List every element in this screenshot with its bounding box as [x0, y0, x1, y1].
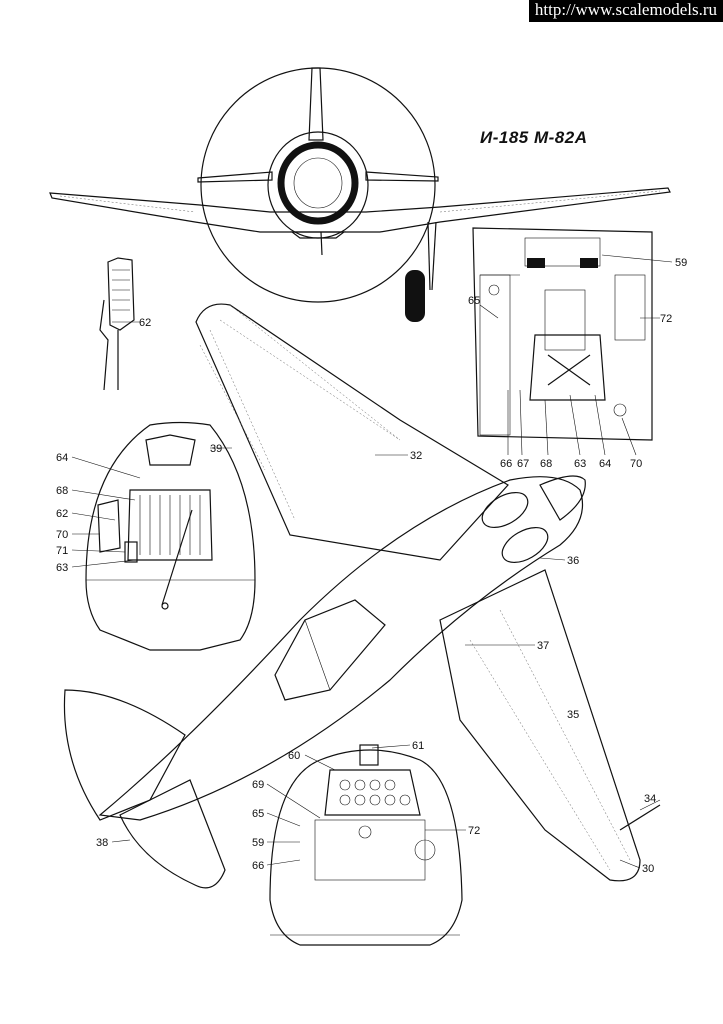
- cockpit-floor-detail: [472, 227, 653, 441]
- right-tailplane: [119, 779, 226, 889]
- control-handle-detail: [99, 257, 135, 391]
- cockpit-floor-panel: [472, 227, 653, 441]
- callout-71: 71: [56, 545, 68, 557]
- main-wheel: [405, 270, 425, 322]
- right-console: [614, 274, 646, 341]
- callout-59-panel: 59: [252, 837, 264, 849]
- callout-70-seat: 70: [56, 529, 68, 541]
- plan-view: [63, 303, 661, 889]
- seat-bulkhead: [85, 421, 256, 651]
- instrument-panel-detail: [269, 744, 463, 946]
- callout-69: 69: [252, 779, 264, 791]
- callout-72: 72: [660, 313, 672, 325]
- callout-70: 70: [630, 458, 642, 470]
- callout-61: 61: [412, 740, 424, 752]
- right-wing-planform: [439, 569, 641, 882]
- callout-39: 39: [210, 443, 222, 455]
- callout-30: 30: [642, 863, 654, 875]
- callout-labels: 59 72 65 66 67 68 63 64 70 62 64 68 62 7…: [56, 257, 687, 875]
- spinner: [539, 475, 586, 521]
- callout-32: 32: [410, 450, 422, 462]
- callout-35: 35: [567, 709, 579, 721]
- canopy: [274, 599, 386, 701]
- front-view-fin: [308, 67, 324, 141]
- callout-62-seat: 62: [56, 508, 68, 520]
- callout-59: 59: [675, 257, 687, 269]
- callout-62: 62: [139, 317, 151, 329]
- callout-72-panel: 72: [468, 825, 480, 837]
- callout-38: 38: [96, 837, 108, 849]
- instrument-board: [324, 769, 421, 816]
- callout-67: 67: [517, 458, 529, 470]
- callout-60: 60: [288, 750, 300, 762]
- fuselage-planform: [98, 476, 584, 821]
- callout-37: 37: [537, 640, 549, 652]
- callout-63: 63: [574, 458, 586, 470]
- callout-68-seat: 68: [56, 485, 68, 497]
- callout-66: 66: [500, 458, 512, 470]
- leader-lines: [71, 254, 673, 869]
- front-view-wing: [49, 187, 671, 233]
- pitot-tube: [619, 804, 661, 831]
- callout-64-seat: 64: [56, 452, 68, 464]
- front-view: [49, 67, 671, 322]
- propeller-disc-circle: [200, 67, 436, 303]
- callout-64: 64: [599, 458, 611, 470]
- instrument-bulkhead: [269, 749, 463, 946]
- callout-68: 68: [540, 458, 552, 470]
- cowling-ring: [277, 141, 359, 225]
- callout-34: 34: [644, 793, 656, 805]
- callout-63-seat: 63: [56, 562, 68, 574]
- seat-pan: [529, 334, 606, 401]
- callout-65-panel: 65: [252, 808, 264, 820]
- watermark-url: http://www.scalemodels.ru: [528, 0, 723, 22]
- callout-66-panel: 66: [252, 860, 264, 872]
- aircraft-title: И-185 М-82А: [480, 128, 588, 147]
- seat-view-detail: [85, 421, 256, 651]
- callout-36: 36: [567, 555, 579, 567]
- callout-65: 65: [468, 295, 480, 307]
- left-wing-planform: [195, 303, 509, 561]
- seat-back: [127, 489, 213, 561]
